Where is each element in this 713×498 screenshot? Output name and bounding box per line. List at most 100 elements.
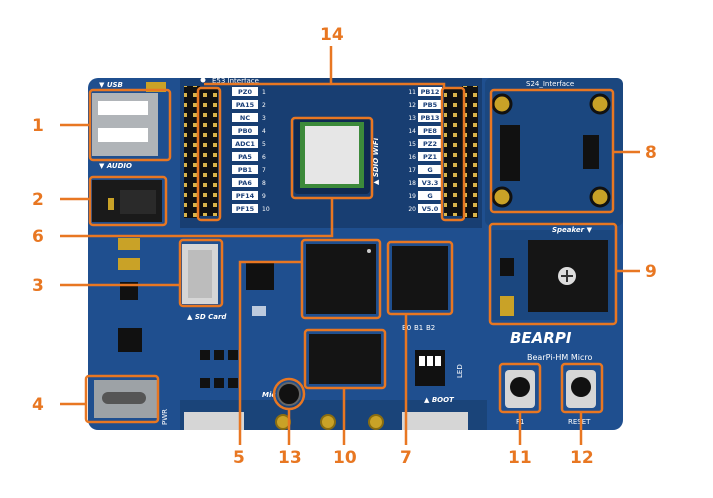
capacitor <box>118 258 140 270</box>
ddr-chip <box>392 246 448 310</box>
highlight-e53-top <box>204 82 446 88</box>
usb-fuse <box>146 82 166 92</box>
f1-button[interactable] <box>510 377 530 397</box>
pin-tag <box>232 191 258 200</box>
chip-pin1-dot <box>367 249 371 253</box>
pin-label: PB12 <box>421 88 440 96</box>
pin-label: PZ0 <box>238 88 252 96</box>
s24-connector-right <box>583 135 599 169</box>
callout-6: 6 <box>32 227 44 247</box>
pin-tag <box>418 113 442 122</box>
pin-label: PF14 <box>236 192 255 200</box>
pin-tag <box>232 87 258 96</box>
pin-label: PB5 <box>423 101 438 109</box>
b2-label: B2 <box>426 324 435 332</box>
sd-card-label: ▲ SD Card <box>187 313 227 321</box>
right-pin-header <box>444 88 462 216</box>
pin-tag <box>418 87 442 96</box>
capacitor <box>118 238 140 250</box>
speaker-label: Speaker ▼ <box>552 226 593 234</box>
pin-number: 2 <box>262 102 266 109</box>
pin-tag <box>418 139 442 148</box>
pin-label: ADC1 <box>235 140 255 148</box>
callout-8: 8 <box>645 143 657 163</box>
reset-button[interactable] <box>571 377 591 397</box>
usb-slot-top <box>98 101 148 115</box>
pwr-label: PWR <box>161 409 169 425</box>
callout-13: 13 <box>278 448 302 468</box>
callout-14: 14 <box>320 25 344 45</box>
highlight-right-header <box>440 86 466 222</box>
pin-number: 15 <box>408 141 416 148</box>
sd-card-slot-inner <box>188 250 212 298</box>
sdio-wifi-label: ▲ SDIO WiFi <box>372 137 380 185</box>
pin-number: 9 <box>262 193 266 200</box>
highlight-speaker <box>488 222 618 326</box>
transistor <box>228 378 238 388</box>
pin1-marker <box>200 77 206 83</box>
callout-4: 4 <box>32 395 44 415</box>
pin-tag <box>232 113 258 122</box>
callout-12: 12 <box>570 448 594 468</box>
pin-label: V3.3 <box>422 179 439 187</box>
audio-jack-pin <box>108 198 114 210</box>
pin-number: 16 <box>408 154 416 161</box>
main-soc-chip <box>306 244 376 314</box>
highlight-left-header <box>196 86 222 222</box>
callout-9: 9 <box>645 262 657 282</box>
sd-icon <box>252 306 266 316</box>
led-label: LED <box>456 364 464 378</box>
pin-number: 4 <box>262 128 266 135</box>
pin-label: PA5 <box>238 153 252 161</box>
transistor <box>200 378 210 388</box>
pin-number: 10 <box>262 206 270 213</box>
callout-2: 2 <box>32 190 44 210</box>
pin-label: G <box>427 166 432 174</box>
capacitor <box>500 296 514 316</box>
highlight-soc <box>300 238 382 320</box>
pin-label: PA15 <box>236 101 255 109</box>
dip-toggle[interactable] <box>427 356 433 366</box>
usb-c-opening <box>102 392 146 404</box>
e53-interface-label: E53 Interface <box>212 77 259 85</box>
pin-label: PF15 <box>236 205 255 213</box>
right-pin-labels: 11 PB12 12 PB5 13 PB13 14 PE8 15 PZ2 16 … <box>408 87 442 213</box>
callout-11: 11 <box>508 448 532 468</box>
pin-tag <box>232 178 258 187</box>
microphone <box>277 382 301 406</box>
pin-number: 14 <box>408 128 416 135</box>
highlight-audio <box>88 175 168 227</box>
pin-label: PE8 <box>423 127 437 135</box>
highlight-ddr <box>386 240 454 316</box>
pin-label: PB1 <box>238 166 253 174</box>
callout-3: 3 <box>32 276 44 296</box>
dip-toggle[interactable] <box>419 356 425 366</box>
pin-tag <box>418 204 442 213</box>
leader-6 <box>60 198 334 238</box>
callout-10: 10 <box>333 448 357 468</box>
pin-tag <box>232 165 258 174</box>
audio-label: ▼ AUDIO <box>99 162 132 170</box>
bottom-connector <box>402 412 468 430</box>
b1-label: B1 <box>414 324 423 332</box>
speaker-vent-cross <box>561 270 573 282</box>
pin-number: 5 <box>262 141 266 148</box>
usb-slot-bottom <box>98 128 148 142</box>
pin-tag <box>418 152 442 161</box>
pin-tag <box>232 152 258 161</box>
s24-interface-label: S24_Interface <box>526 80 574 88</box>
dip-toggle[interactable] <box>435 356 441 366</box>
pin-number: 7 <box>262 167 266 174</box>
audio-jack-body <box>120 190 156 214</box>
transistor <box>214 378 224 388</box>
pin-number: 19 <box>408 193 416 200</box>
s24-region <box>485 78 623 226</box>
pin-number: 12 <box>408 102 416 109</box>
boot-dip-switch[interactable] <box>415 350 445 386</box>
pin-tag <box>232 126 258 135</box>
right-outer-header <box>462 86 478 218</box>
pin-tag <box>418 100 442 109</box>
eeprom-chip <box>246 262 274 290</box>
pin-number: 18 <box>408 180 416 187</box>
